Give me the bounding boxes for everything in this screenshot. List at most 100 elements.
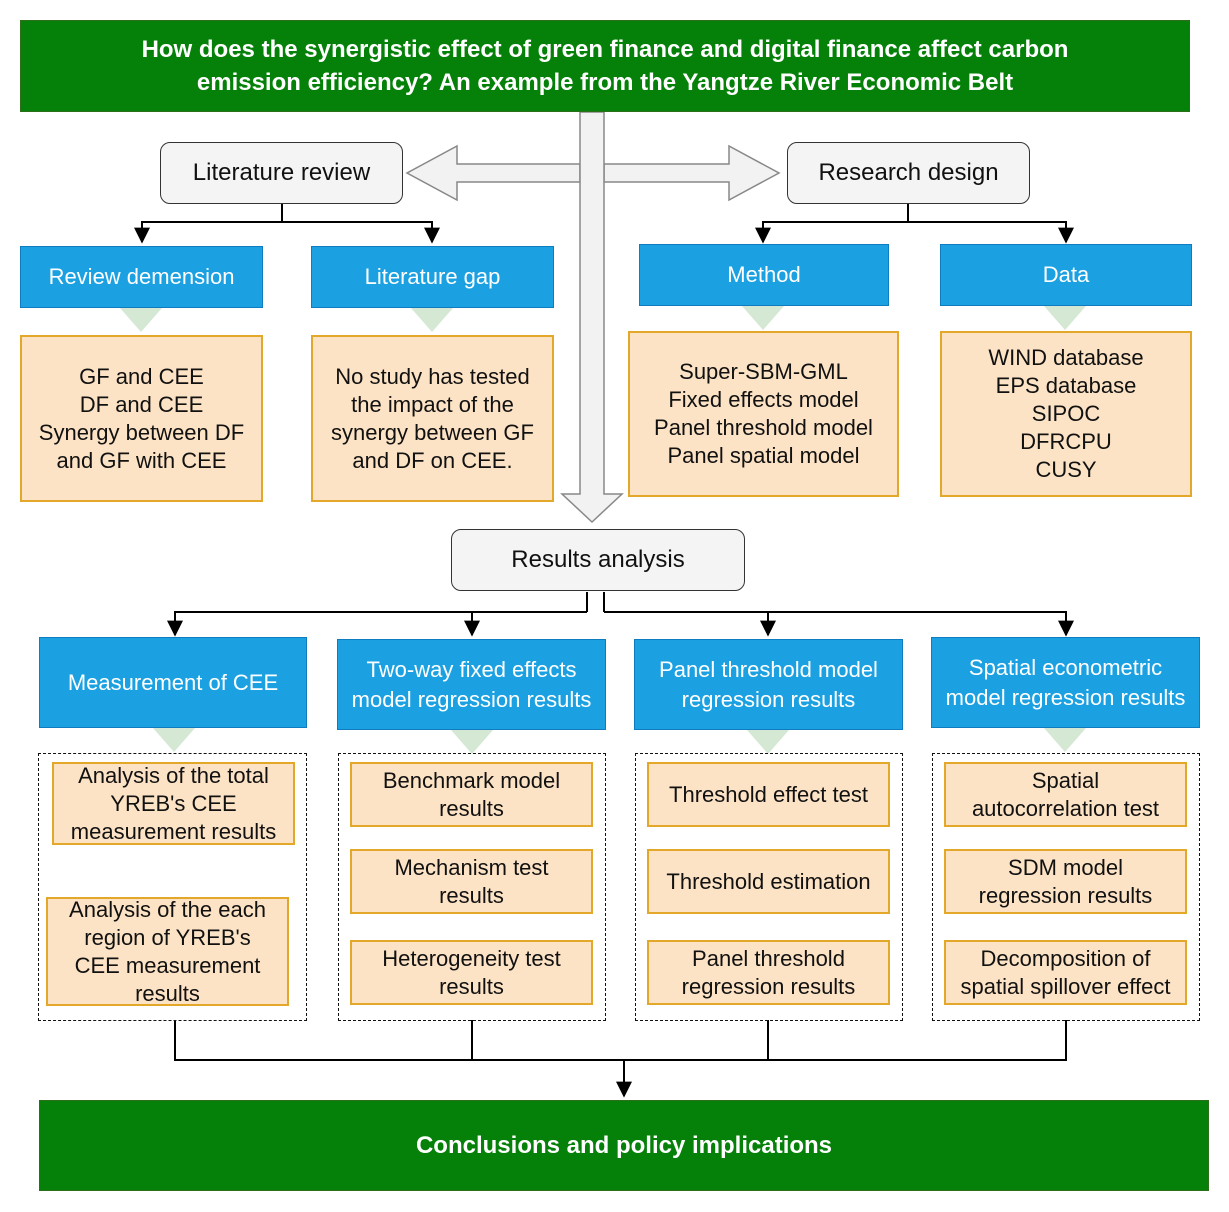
research-design-box: Research design	[787, 142, 1030, 204]
review-dimension-box: Review demension	[20, 246, 263, 308]
pointer-triangle	[153, 728, 195, 752]
text-line: SIPOC	[1031, 401, 1101, 426]
review-dimension-label: Review demension	[48, 264, 235, 289]
text-line: Fixed effects model	[668, 387, 859, 412]
text-line: measurement results	[70, 818, 277, 844]
text-line: CEE measurement	[74, 952, 261, 978]
text-line: spatial spillover effect	[960, 973, 1171, 999]
fixed-effects-box: Two-way fixed effects model regression r…	[337, 639, 606, 730]
text-line: synergy between GF	[331, 419, 534, 445]
text-line: results	[439, 973, 504, 999]
data-label: Data	[1042, 262, 1090, 287]
text-line: regression results	[681, 973, 856, 999]
text-line: Panel spatial model	[667, 443, 860, 468]
header-line: model regression results	[945, 684, 1186, 710]
text-line: YREB's CEE	[110, 790, 237, 816]
text-line: Threshold estimation	[666, 868, 871, 894]
header-line: Two-way fixed effects	[366, 656, 577, 682]
pointer-triangle	[747, 730, 789, 754]
text-line: Analysis of the each	[69, 896, 266, 922]
text-line: Panel threshold	[692, 945, 845, 971]
measurement-cee-label: Measurement of CEE	[67, 669, 279, 695]
arrow-to-research-design	[603, 144, 781, 202]
fixed-effects-group	[338, 753, 606, 1021]
conclusion-box: Conclusions and policy implications	[39, 1100, 1209, 1191]
header-line: Spatial econometric	[968, 654, 1163, 680]
threshold-estimation: Threshold estimation	[647, 849, 890, 914]
text-line: region of YREB's	[84, 924, 251, 950]
spatial-spillover-decomposition: Decomposition of spatial spillover effec…	[944, 940, 1187, 1005]
data-box: Data	[940, 244, 1192, 306]
research-design-label: Research design	[818, 159, 999, 186]
measurement-cee-box: Measurement of CEE	[39, 637, 307, 728]
literature-gap-content: No study has tested the impact of the sy…	[311, 335, 554, 502]
text-line: Super-SBM-GML	[679, 359, 848, 384]
heterogeneity-test-results: Heterogeneity test results	[350, 940, 593, 1005]
text-line: EPS database	[995, 373, 1137, 398]
title-line-2: emission efficiency? An example from the…	[196, 69, 1014, 96]
literature-gap-box: Literature gap	[311, 246, 554, 308]
method-box: Method	[639, 244, 889, 306]
method-content: Super-SBM-GML Fixed effects model Panel …	[628, 331, 899, 497]
title-line-1: How does the synergistic effect of green…	[141, 36, 1069, 63]
data-content: WIND database EPS database SIPOC DFRCPU …	[940, 331, 1192, 497]
text-line: results	[439, 795, 504, 821]
text-line: CUSY	[1035, 457, 1097, 482]
text-line: Synergy between DF	[38, 419, 245, 445]
panel-threshold-box: Panel threshold model regression results	[634, 639, 903, 730]
text-line: Panel threshold model	[654, 415, 873, 440]
text-line: No study has tested	[335, 363, 530, 389]
text-line: and GF with CEE	[56, 447, 227, 473]
header-line: Panel threshold model	[659, 656, 878, 682]
text-line: SDM model	[1008, 854, 1123, 880]
review-dimension-content: GF and CEE DF and CEE Synergy between DF…	[20, 335, 263, 502]
benchmark-model-results: Benchmark model results	[350, 762, 593, 827]
text-line: and DF on CEE.	[352, 447, 513, 473]
panel-threshold-group	[635, 753, 903, 1021]
text-line: results	[135, 980, 200, 1006]
pointer-triangle	[1044, 728, 1086, 752]
spatial-autocorrelation-test: Spatial autocorrelation test	[944, 762, 1187, 827]
text-line: WIND database	[988, 345, 1144, 370]
text-line: Threshold effect test	[669, 781, 868, 807]
results-analysis-box: Results analysis	[451, 529, 745, 591]
pointer-triangle	[451, 730, 493, 754]
header-line: regression results	[681, 686, 856, 712]
arrow-to-literature-review	[405, 144, 581, 202]
text-line: regression results	[978, 882, 1153, 908]
text-line: autocorrelation test	[971, 795, 1160, 821]
pointer-triangle	[411, 308, 453, 332]
text-line: Benchmark model	[382, 767, 561, 793]
threshold-effect-test: Threshold effect test	[647, 762, 890, 827]
literature-gap-label: Literature gap	[364, 264, 501, 289]
text-line: Mechanism test	[394, 854, 549, 880]
results-analysis-label: Results analysis	[511, 546, 685, 573]
spatial-econometric-group	[932, 753, 1200, 1021]
text-line: DF and CEE	[79, 391, 204, 417]
text-line: Analysis of the total	[78, 762, 269, 788]
sdm-model-results: SDM model regression results	[944, 849, 1187, 914]
panel-threshold-regression: Panel threshold regression results	[647, 940, 890, 1005]
text-line: GF and CEE	[79, 363, 204, 389]
text-line: results	[439, 882, 504, 908]
arrow-to-results-analysis	[560, 111, 624, 524]
method-label: Method	[727, 262, 801, 287]
pointer-triangle	[742, 306, 784, 330]
pointer-triangle	[1044, 306, 1086, 330]
text-line: Heterogeneity test	[382, 945, 561, 971]
region-yreb-analysis: Analysis of the each region of YREB's CE…	[46, 897, 289, 1006]
mechanism-test-results: Mechanism test results	[350, 849, 593, 914]
spatial-econometric-box: Spatial econometric model regression res…	[931, 637, 1200, 728]
title-box: How does the synergistic effect of green…	[20, 20, 1190, 112]
measurement-cee-group	[38, 753, 307, 1021]
text-line: the impact of the	[351, 391, 514, 417]
total-yreb-analysis: Analysis of the total YREB's CEE measure…	[52, 762, 295, 845]
text-line: Spatial	[1031, 767, 1100, 793]
literature-review-box: Literature review	[160, 142, 403, 204]
pointer-triangle	[120, 308, 162, 332]
text-line: DFRCPU	[1020, 429, 1112, 454]
header-line: model regression results	[351, 686, 592, 712]
text-line: Decomposition of	[980, 945, 1151, 971]
literature-review-label: Literature review	[192, 159, 371, 186]
